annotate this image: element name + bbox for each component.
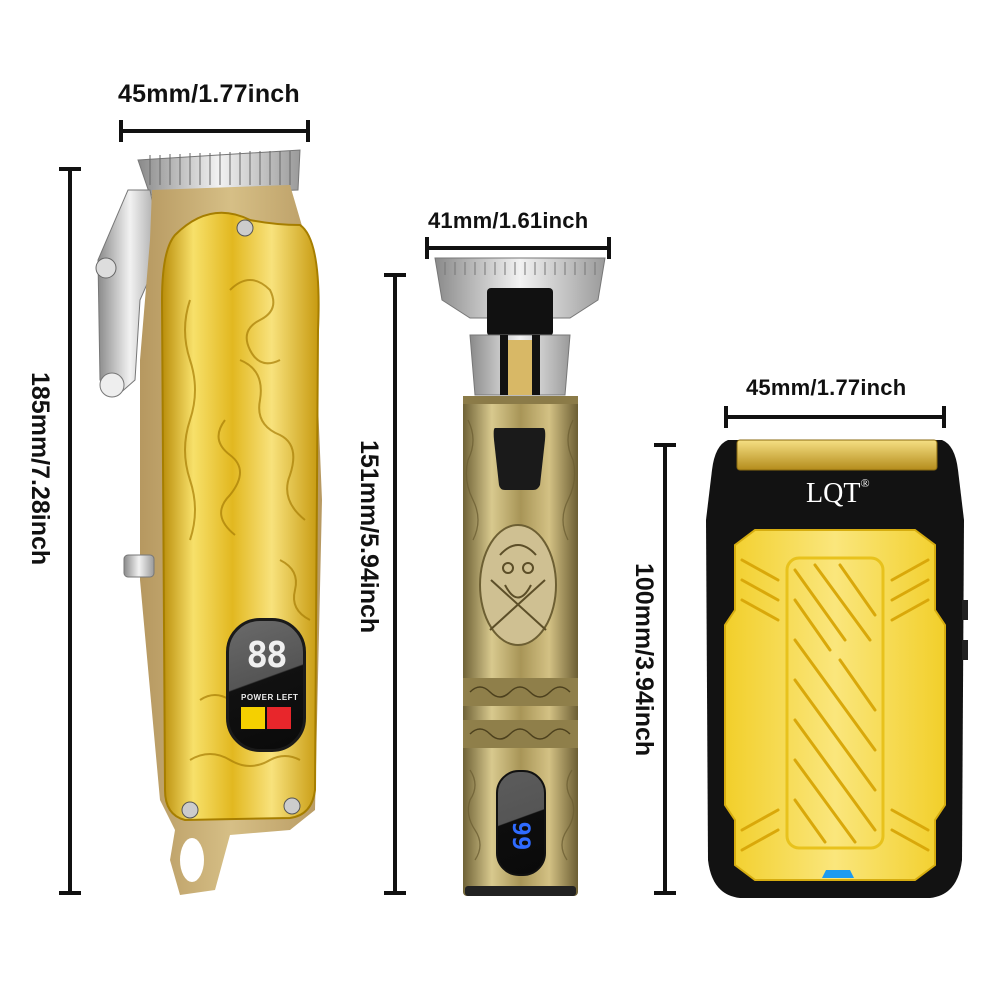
registered-mark: ® (860, 476, 870, 490)
clipper-width-line (119, 120, 310, 142)
clipper-height-line (59, 167, 81, 895)
trimmer-width-line (425, 237, 611, 259)
clipper-lcd-display: 88 POWER LEFT (226, 618, 306, 752)
shaver-height-line (654, 443, 676, 895)
trimmer-lcd-display: 99 (496, 770, 546, 876)
clipper-width-label: 45mm/1.77inch (118, 80, 300, 108)
trimmer-height-line (384, 273, 406, 895)
oil-indicator-icon (241, 707, 265, 729)
clipper-lcd-digits: 88 (246, 635, 287, 676)
brand-name: LQT (806, 478, 861, 509)
shaver-width-label: 45mm/1.77inch (746, 375, 907, 400)
shaver-brand-logo: LQT® (806, 476, 870, 510)
plug-indicator-icon (267, 707, 291, 729)
power-left-caption: POWER LEFT (241, 693, 299, 702)
trimmer-width-label: 41mm/1.61inch (428, 208, 589, 233)
shaver-width-line (724, 406, 946, 428)
